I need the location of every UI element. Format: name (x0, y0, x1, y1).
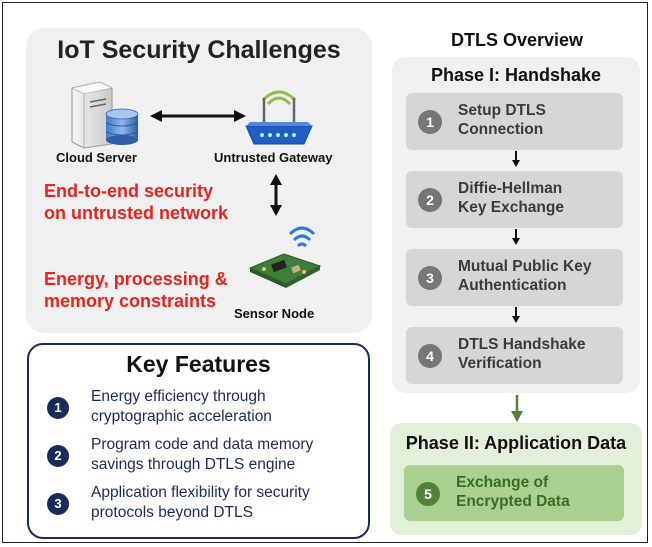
cloud-server-label: Cloud Server (56, 150, 137, 165)
feature-text: Application flexibility for security pro… (91, 484, 310, 521)
double-arrow-icon (150, 110, 246, 122)
step-number-badge: 1 (418, 110, 442, 134)
handshake-step: 2 Diffie-Hellman Key Exchange (406, 171, 623, 228)
step-arrow (515, 151, 517, 160)
key-features-panel: Key Features 1 Energy efficiency through… (27, 343, 370, 539)
step-arrow (515, 307, 517, 316)
step-number-badge: 4 (418, 344, 442, 368)
step-arrow-head (512, 160, 520, 167)
handshake-step: 1 Setup DTLS Connection (406, 93, 623, 150)
figure-frame (2, 2, 648, 543)
step-text: Exchange of Encrypted Data (456, 474, 570, 510)
constraints-text: Energy, processing & memory constraints (44, 269, 228, 311)
feature-text: Program code and data memory savings thr… (91, 436, 314, 473)
step-number-badge: 2 (418, 188, 442, 212)
cloud-server-icon (70, 81, 139, 149)
phase-application-data-title: Phase II: Application Data (405, 433, 627, 453)
step-number-badge: 5 (416, 482, 440, 506)
application-data-step: 5 Exchange of Encrypted Data (404, 465, 624, 521)
dtls-overview-title: DTLS Overview (450, 30, 584, 50)
phase-handshake-title: Phase I: Handshake (430, 65, 602, 85)
gateway-label: Untrusted Gateway (214, 150, 333, 165)
step-arrow (515, 229, 517, 238)
step-arrow-head (512, 238, 520, 245)
feature-item: 2 Program code and data memory savings t… (43, 435, 363, 479)
feature-item: 3 Application flexibility for security p… (43, 483, 363, 527)
feature-number-badge: 2 (47, 445, 69, 467)
iot-challenges-panel: IoT Security Challenges (26, 28, 372, 333)
phase-handshake-panel: Phase I: Handshake 1 Setup DTLS Connecti… (392, 57, 640, 393)
feature-item: 1 Energy efficiency through cryptographi… (43, 387, 363, 431)
vertical-double-arrow-icon (270, 174, 282, 216)
feature-number-badge: 1 (47, 397, 69, 419)
step-text: Setup DTLS Connection (458, 102, 546, 138)
step-text: Mutual Public Key Authentication (458, 258, 592, 294)
end-to-end-security-text: End-to-end security on untrusted network (44, 181, 228, 223)
step-text: DTLS Handshake Verification (458, 336, 586, 372)
router-icon (245, 90, 313, 145)
key-features-title: Key Features (126, 351, 271, 377)
handshake-step: 3 Mutual Public Key Authentication (406, 249, 623, 306)
sensor-node-icon (248, 226, 322, 288)
feature-text: Energy efficiency through cryptographic … (91, 388, 272, 425)
phase-transition-arrow (511, 395, 523, 422)
step-number-badge: 3 (418, 266, 442, 290)
sensor-node-label: Sensor Node (234, 306, 315, 321)
step-arrow-head (512, 316, 520, 323)
iot-panel-title: IoT Security Challenges (57, 36, 341, 64)
handshake-step: 4 DTLS Handshake Verification (406, 327, 623, 384)
step-text: Diffie-Hellman Key Exchange (458, 180, 564, 216)
phase-application-data-panel: Phase II: Application Data 5 Exchange of… (390, 423, 642, 535)
feature-number-badge: 3 (47, 493, 69, 515)
